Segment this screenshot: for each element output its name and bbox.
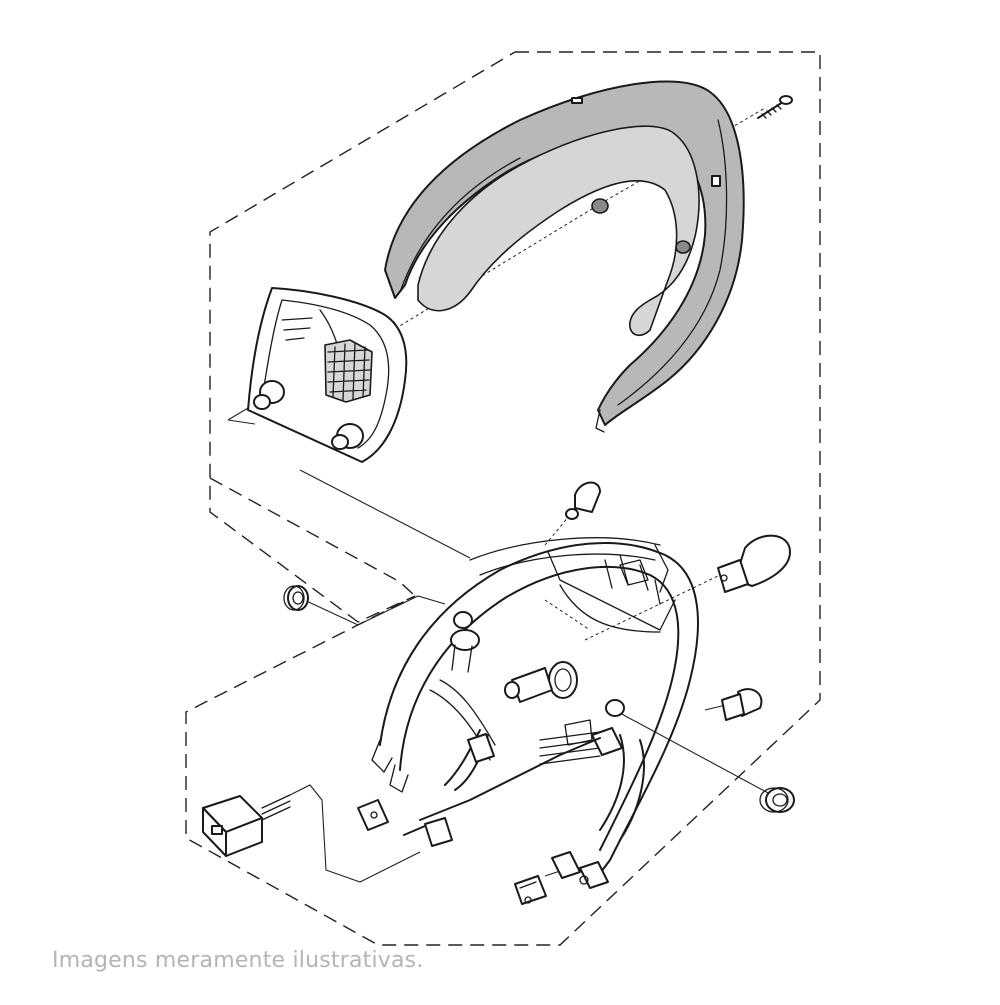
leader-lines [227,403,771,883]
lower-dashed-boundary [209,477,416,597]
grommet-left-icon [283,585,309,611]
headlight-cover [384,80,745,433]
bulb-large-icon [717,534,791,593]
headlight-lens [247,287,408,463]
headlight-housing [357,537,699,889]
bulb-small-top-icon [565,481,601,520]
bulb-small-right-icon [721,688,763,721]
wire-connector-icon [202,794,291,857]
screw-icon [757,95,793,119]
clip-icon [514,875,547,905]
upper-dashed-boundary [185,51,821,946]
grommet-right-icon [759,787,795,813]
disclaimer-caption: Imagens meramente ilustrativas. [52,948,424,973]
